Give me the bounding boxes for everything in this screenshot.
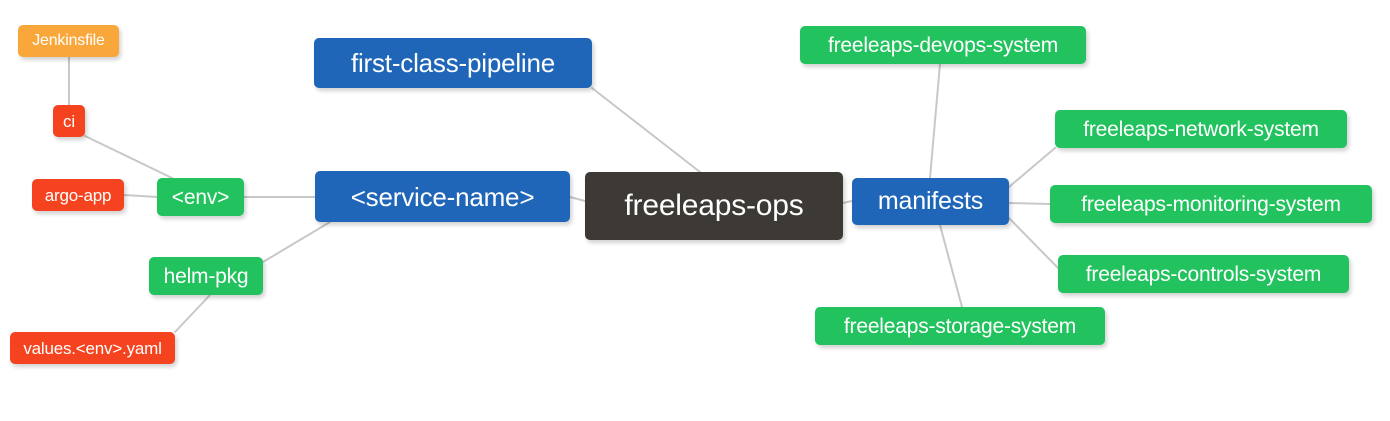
node-freeleaps-storage-system[interactable]: freeleaps-storage-system	[815, 307, 1105, 345]
node-freeleaps-network-system[interactable]: freeleaps-network-system	[1055, 110, 1347, 148]
node-freeleaps-controls-system[interactable]: freeleaps-controls-system	[1058, 255, 1349, 293]
node-ci[interactable]: ci	[53, 105, 85, 137]
edge-manifests-to-freeleaps-network-system	[1008, 147, 1056, 188]
node-label-jenkinsfile: Jenkinsfile	[32, 32, 105, 49]
edge-service-name-to-freeleaps-ops	[569, 196, 586, 202]
node-label-values-env-yaml: values.<env>.yaml	[23, 338, 162, 358]
node-jenkinsfile[interactable]: Jenkinsfile	[18, 25, 119, 57]
node-label-ci: ci	[63, 111, 75, 131]
edge-manifests-to-freeleaps-devops-system	[929, 63, 941, 179]
edge-freeleaps-ops-to-manifests	[842, 200, 853, 204]
edge-values-env-yaml-to-helm-pkg	[174, 294, 211, 333]
edge-helm-pkg-to-service-name	[262, 221, 331, 263]
node-label-service-name: <service-name>	[350, 181, 535, 212]
node-label-first-class-pipeline: first-class-pipeline	[350, 48, 556, 78]
node-label-manifests: manifests	[877, 187, 984, 215]
node-service-name[interactable]: <service-name>	[315, 171, 570, 222]
node-first-class-pipeline[interactable]: first-class-pipeline	[314, 38, 592, 88]
node-label-freeleaps-monitoring-system: freeleaps-monitoring-system	[1081, 192, 1341, 216]
edge-manifests-to-freeleaps-storage-system	[939, 224, 963, 308]
node-label-freeleaps-network-system: freeleaps-network-system	[1083, 117, 1319, 141]
node-values-env-yaml[interactable]: values.<env>.yaml	[10, 332, 175, 364]
node-label-argo-app: argo-app	[44, 185, 112, 205]
node-label-env: <env>	[171, 185, 230, 209]
edge-ci-to-env	[84, 135, 173, 179]
node-freeleaps-ops[interactable]: freeleaps-ops	[585, 172, 843, 240]
node-label-freeleaps-devops-system: freeleaps-devops-system	[828, 33, 1058, 57]
node-label-helm-pkg: helm-pkg	[163, 264, 249, 288]
node-env[interactable]: <env>	[157, 178, 244, 216]
edge-first-class-pipeline-to-freeleaps-ops	[591, 87, 701, 173]
node-manifests[interactable]: manifests	[852, 178, 1009, 225]
node-freeleaps-monitoring-system[interactable]: freeleaps-monitoring-system	[1050, 185, 1372, 223]
edge-manifests-to-freeleaps-monitoring-system	[1008, 202, 1051, 205]
edge-manifests-to-freeleaps-controls-system	[1008, 217, 1059, 269]
node-label-freeleaps-ops: freeleaps-ops	[624, 189, 804, 222]
node-helm-pkg[interactable]: helm-pkg	[149, 257, 263, 295]
node-freeleaps-devops-system[interactable]: freeleaps-devops-system	[800, 26, 1086, 64]
node-label-freeleaps-storage-system: freeleaps-storage-system	[843, 314, 1077, 338]
edge-argo-app-to-env	[123, 194, 158, 198]
node-argo-app[interactable]: argo-app	[32, 179, 124, 211]
node-label-freeleaps-controls-system: freeleaps-controls-system	[1085, 262, 1322, 286]
